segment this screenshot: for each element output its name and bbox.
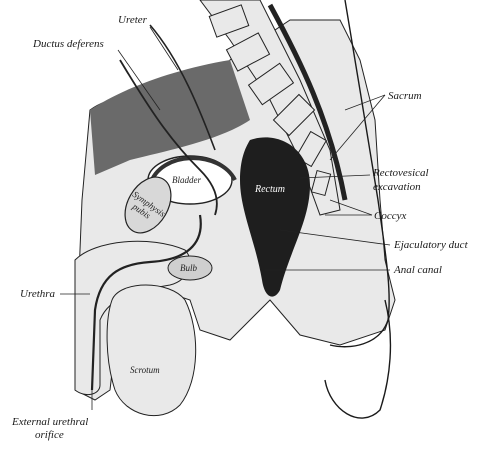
label-rectovesical-1: Rectovesical (372, 167, 429, 179)
label-bladder: Bladder (172, 175, 201, 185)
label-external-urethral-1: External urethral (11, 416, 88, 428)
label-urethra: Urethra (20, 288, 56, 300)
ureter (149, 24, 216, 151)
label-ductus-deferens: Ductus deferens (32, 38, 104, 50)
bulb (167, 255, 213, 281)
penis (74, 240, 191, 396)
rectum (240, 137, 310, 297)
symphysis-pubis (124, 176, 172, 234)
label-rectovesical-2: excavation (373, 181, 421, 193)
back-outline (324, 0, 392, 419)
label-scrotum: Scrotum (130, 365, 160, 375)
label-ejaculatory-duct: Ejaculatory duct (393, 239, 469, 251)
label-coccyx: Coccyx (374, 210, 406, 222)
abdominal-wall (90, 60, 250, 175)
label-bulb: Bulb (180, 263, 197, 273)
sacral-canal (267, 3, 348, 201)
urethra-canal (90, 214, 202, 391)
label-rectum: Rectum (254, 184, 285, 195)
label-external-urethral-2: orifice (35, 429, 64, 441)
scrotum (106, 284, 197, 417)
ductus-deferens (119, 59, 218, 216)
label-sacrum: Sacrum (388, 90, 422, 102)
label-anal-canal: Anal canal (393, 264, 442, 276)
label-ureter: Ureter (118, 14, 148, 26)
sacral-column (199, 0, 341, 216)
bladder-wall (148, 156, 237, 186)
leader-lines (60, 26, 391, 410)
